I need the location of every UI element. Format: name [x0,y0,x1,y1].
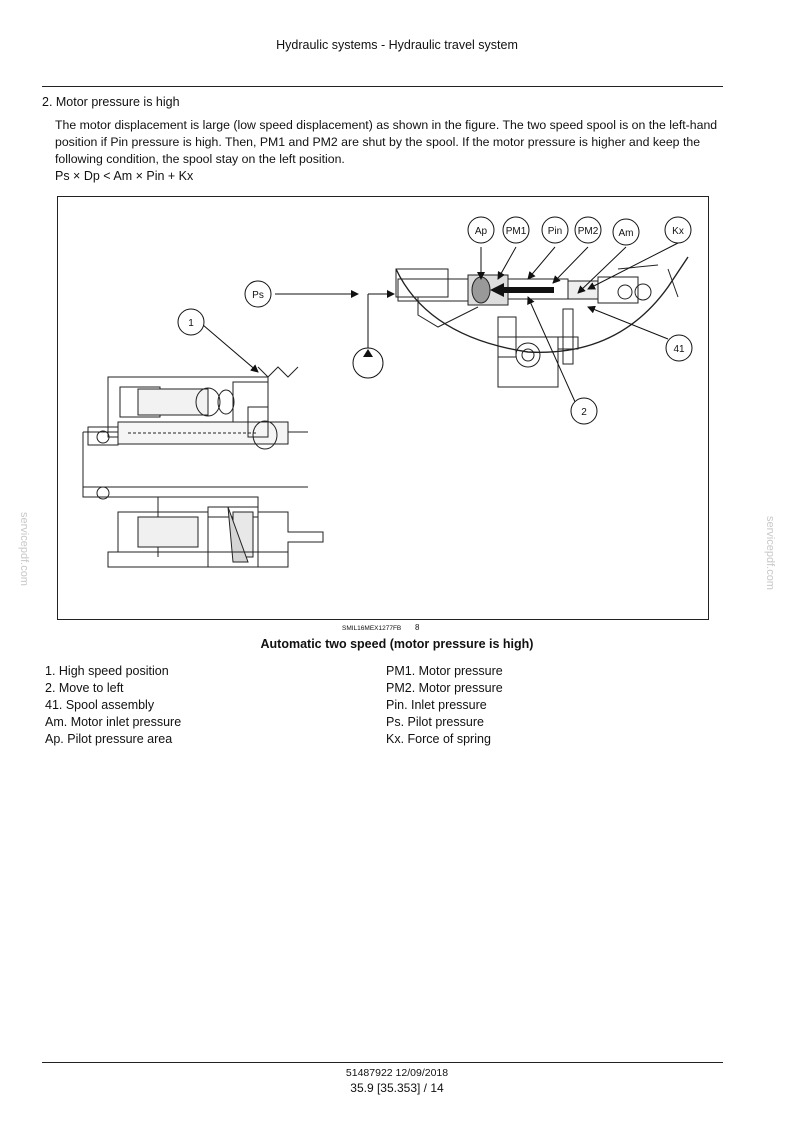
svg-text:Ap: Ap [475,226,488,237]
footer-doc-id: 51487922 12/09/2018 [345,1067,449,1079]
watermark-left: servicepdf.com [18,512,30,586]
figure-number: 8 [415,623,420,632]
footer-page-number: 35.9 [35.353] / 14 [350,1081,444,1095]
legend-item: 2. Move to left [45,681,124,695]
legend-left-column: 1. High speed position 2. Move to left 4… [45,663,181,748]
legend-item: PM2. Motor pressure [386,681,503,695]
svg-text:Kx: Kx [672,226,684,237]
callout-pm1: PM1 [502,216,530,244]
callout-pin: Pin [541,216,569,244]
legend-item: PM1. Motor pressure [386,664,503,678]
figure-ref-code: SMIL16MEX1277FB [342,625,402,632]
callout-am: Am [612,218,640,246]
legend-item: Ap. Pilot pressure area [45,732,173,746]
svg-text:Am: Am [619,228,634,239]
legend-item: Am. Motor inlet pressure [45,715,182,729]
callout-41: 41 [665,334,693,362]
svg-text:2: 2 [581,407,587,418]
watermark-right: servicepdf.com [764,516,776,590]
hydraulic-diagram: Ap PM1 Pin PM2 Am Kx [82,216,693,568]
svg-text:PM2: PM2 [578,226,599,237]
figure-caption: Automatic two speed (motor pressure is h… [260,637,534,651]
svg-text:1: 1 [188,318,194,329]
callout-1: 1 [177,308,205,336]
callout-2: 2 [570,397,598,425]
callout-pm2: PM2 [574,216,602,244]
svg-text:PM1: PM1 [506,226,527,237]
page-header-title: Hydraulic systems - Hydraulic travel sys… [276,38,518,52]
legend-item: 1. High speed position [45,664,169,678]
callout-ps: Ps [244,280,272,308]
callout-ap: Ap [467,216,495,244]
legend-item: Pin. Inlet pressure [386,698,487,712]
figure-frame: Ap PM1 Pin PM2 Am Kx [57,196,709,620]
legend-item: Kx. Force of spring [386,732,491,746]
section-paragraph: The motor displacement is large (low spe… [55,118,718,166]
legend-item: Ps. Pilot pressure [386,715,484,729]
header-rule [42,86,723,87]
svg-text:Ps: Ps [252,290,264,301]
pilot-triangle-icon [363,349,373,357]
svg-text:41: 41 [673,344,685,355]
footer-rule [42,1062,723,1063]
pressure-formula: Ps × Dp < Am × Pin + Kx [55,169,194,183]
callout-kx: Kx [664,216,692,244]
legend-item: 41. Spool assembly [45,698,155,712]
svg-text:Pin: Pin [548,226,562,237]
section-heading: 2. Motor pressure is high [42,95,180,109]
legend-right-column: PM1. Motor pressure PM2. Motor pressure … [386,663,503,748]
